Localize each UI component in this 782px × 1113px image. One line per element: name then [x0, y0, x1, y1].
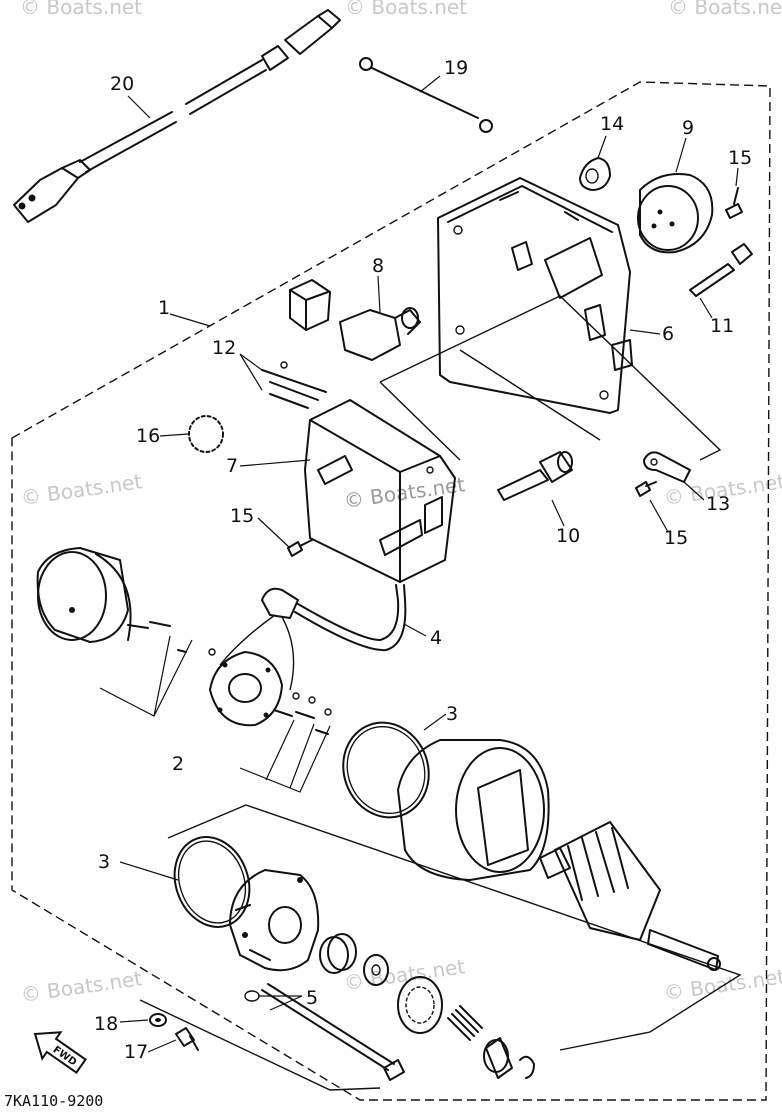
- watermark-mid-center: © Boats.net: [342, 472, 466, 513]
- part-end-cover-left: [36, 547, 132, 643]
- watermark-mid-left: © Boats.net: [19, 469, 143, 510]
- callout-8: 8: [372, 255, 384, 277]
- part-20-cable: [13, 9, 341, 223]
- part-bearing: [319, 933, 357, 974]
- part-2-brush-plate: [99, 621, 332, 793]
- part-pinion-gear: [397, 976, 443, 1034]
- watermark-top-left: © Boats.net: [20, 0, 142, 19]
- drawing-code: 7KA110-9200: [4, 1092, 103, 1110]
- part-front-housing: [229, 869, 320, 972]
- part-15-screw-right: [635, 481, 657, 497]
- part-spring: [447, 1005, 483, 1041]
- callout-15-right: 15: [664, 527, 688, 549]
- part-17-bolt: [175, 1027, 199, 1051]
- part-16-spring: [188, 415, 224, 453]
- reference-lines: [139, 295, 742, 1091]
- callout-2: 2: [172, 753, 184, 775]
- watermark-bottom-right: © Boats.net: [662, 964, 782, 1005]
- callout-3-lower: 3: [98, 851, 110, 873]
- part-3-o-ring-lower: [173, 836, 251, 928]
- callout-10: 10: [556, 525, 580, 547]
- part-19-ground-lead: [359, 57, 493, 133]
- callout-15-left: 15: [230, 505, 254, 527]
- watermark-top-right: © Boats.net: [668, 0, 782, 19]
- callout-16: 16: [136, 425, 160, 447]
- part-13-clamp: [643, 451, 691, 483]
- callout-11: 11: [710, 315, 734, 337]
- part-18-washer: [149, 1013, 167, 1027]
- part-10-shaft: [497, 451, 573, 501]
- callout-20: 20: [110, 73, 134, 95]
- callout-17: 17: [124, 1041, 148, 1063]
- leader-lines: [119, 75, 739, 1053]
- part-11-pin: [689, 243, 753, 297]
- watermark-bottom-center: © Boats.net: [342, 954, 466, 995]
- part-6-bracket: [437, 177, 633, 414]
- part-5-through-bolts: [244, 983, 405, 1081]
- part-collar: [483, 1037, 513, 1079]
- callout-3-upper: 3: [446, 703, 458, 725]
- part-8-relay: [289, 279, 421, 361]
- callout-4: 4: [430, 627, 442, 649]
- part-7-electric-box: [304, 399, 456, 583]
- part-15-screw-left: [287, 539, 313, 557]
- part-9-cover: [637, 173, 714, 254]
- callout-9: 9: [682, 117, 694, 139]
- part-15-screw-top: [725, 187, 743, 219]
- part-washer: [363, 954, 389, 986]
- watermark-top-center: © Boats.net: [345, 0, 467, 19]
- part-14-grommet: [579, 157, 611, 191]
- part-12-bolts: [261, 361, 327, 409]
- callout-18: 18: [94, 1013, 118, 1035]
- part-4-cable: [219, 584, 407, 691]
- callout-19: 19: [444, 57, 468, 79]
- watermark-bottom-left: © Boats.net: [19, 966, 143, 1007]
- callout-13: 13: [706, 493, 730, 515]
- assembly-boundary: [11, 81, 771, 1101]
- callout-numbers: 20 19 14 9 15 8 1 12 16 7 15 6 11 13 15 …: [94, 57, 752, 1063]
- callout-5: 5: [306, 987, 318, 1009]
- callout-12: 12: [212, 337, 236, 359]
- part-yoke: [397, 739, 550, 881]
- callout-1: 1: [158, 297, 170, 319]
- part-armature: [539, 821, 721, 971]
- fwd-arrow: FWD: [33, 1031, 87, 1075]
- part-3-o-ring-upper: [342, 721, 430, 819]
- callout-6: 6: [662, 323, 674, 345]
- callout-14: 14: [600, 113, 624, 135]
- callout-15-top: 15: [728, 147, 752, 169]
- part-clip: [519, 1055, 535, 1079]
- callout-7: 7: [226, 455, 238, 477]
